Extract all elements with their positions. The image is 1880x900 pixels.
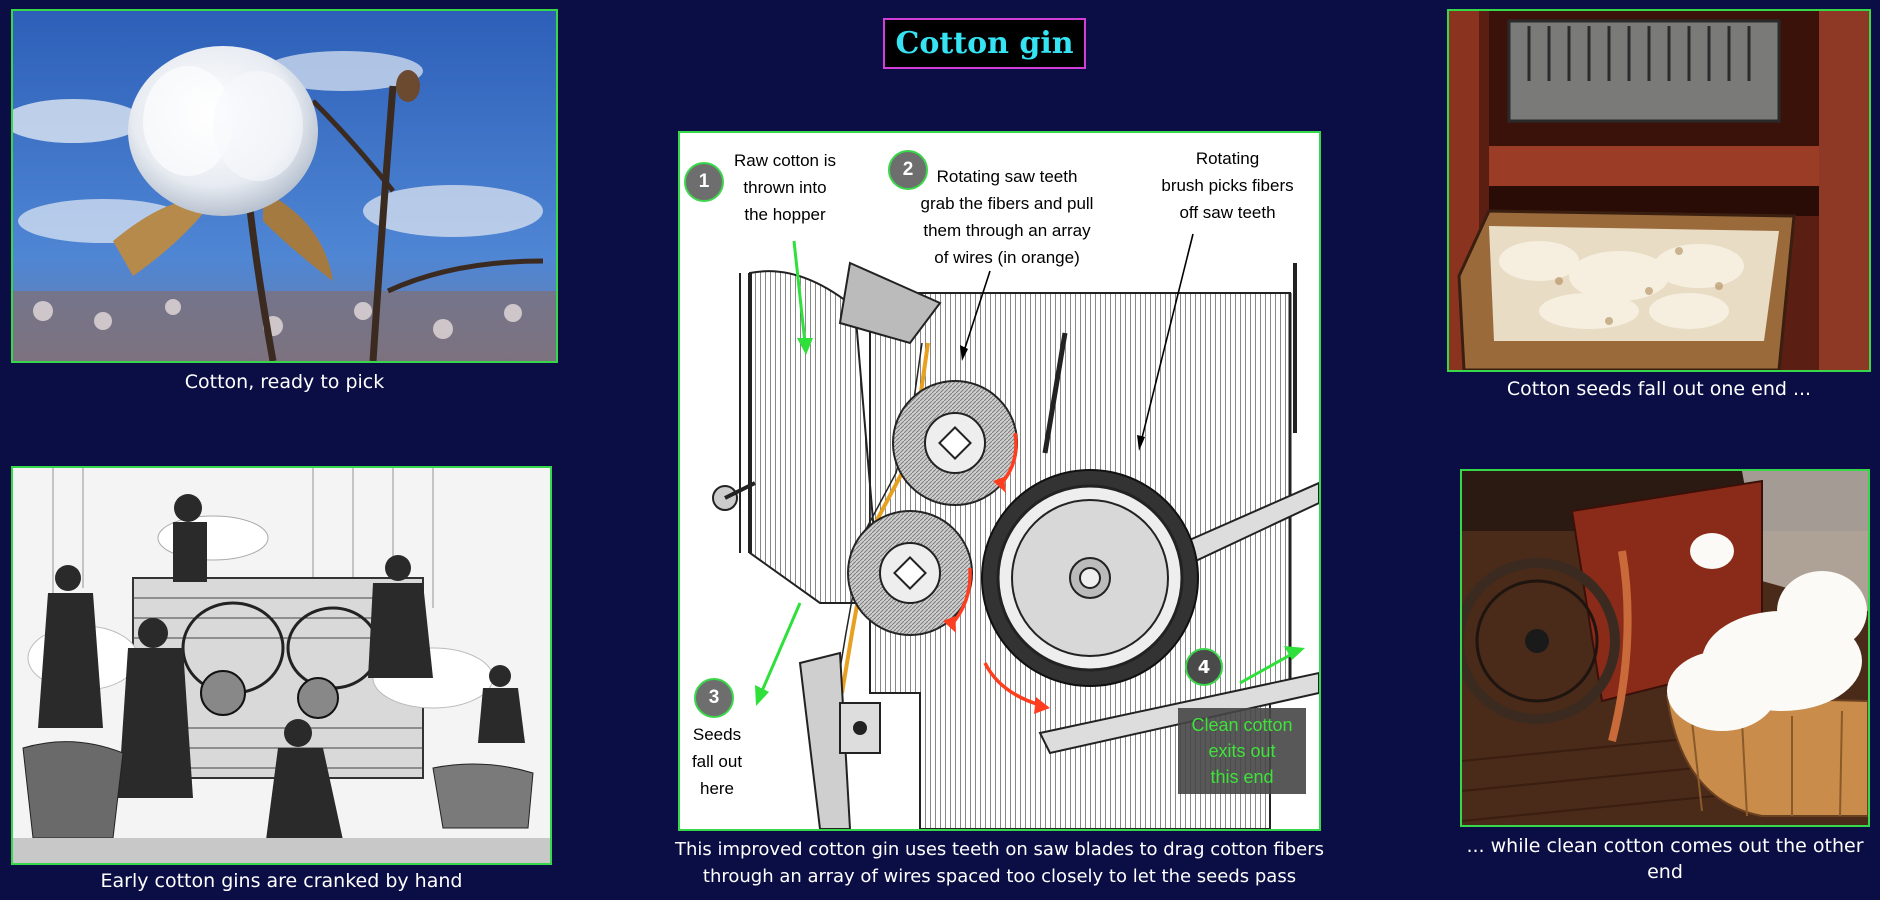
step-2-label: Rotating saw teeth grab the fibers and p… — [920, 167, 1094, 267]
cotton-gin-diagram: 1 Raw cotton is thrown into the hopper 2… — [678, 131, 1321, 831]
seeds-end-image — [1449, 11, 1869, 370]
step-4-label: Clean cotton exits out this end — [1191, 715, 1293, 787]
cotton-boll-image — [13, 11, 556, 361]
seeds-end-caption: Cotton seeds fall out one end ... — [1506, 378, 1812, 400]
clean-end-image — [1462, 471, 1868, 825]
brush-label: Rotating brush picks fibers off saw teet… — [1161, 149, 1294, 222]
hand-gin-caption: Early cotton gins are cranked by hand — [100, 870, 463, 892]
step-3-label: Seeds fall out here — [691, 725, 743, 798]
cotton-boll-photo — [11, 9, 558, 363]
seeds-end-photo — [1447, 9, 1871, 372]
hand-gin-engraving — [13, 468, 550, 863]
title-box: Cotton gin — [883, 18, 1086, 69]
step-1-label: Raw cotton is thrown into the hopper — [733, 151, 837, 224]
cotton-boll-caption: Cotton, ready to pick — [184, 371, 385, 393]
clean-cotton-box: Clean cotton exits out this end — [1178, 708, 1306, 794]
gin-mechanism-drawing — [712, 233, 1319, 829]
diagram-caption: This improved cotton gin uses teeth on s… — [674, 839, 1325, 887]
step-1-badge: 1 — [684, 162, 724, 202]
page-title: Cotton gin — [895, 26, 1074, 61]
hand-gin-photo — [11, 466, 552, 865]
step-2-badge: 2 — [888, 150, 928, 190]
clean-end-caption: ... while clean cotton comes out the oth… — [1466, 835, 1864, 883]
step-3-badge: 3 — [694, 678, 734, 718]
step-4-badge: 4 — [1185, 648, 1223, 686]
clean-end-photo — [1460, 469, 1870, 827]
